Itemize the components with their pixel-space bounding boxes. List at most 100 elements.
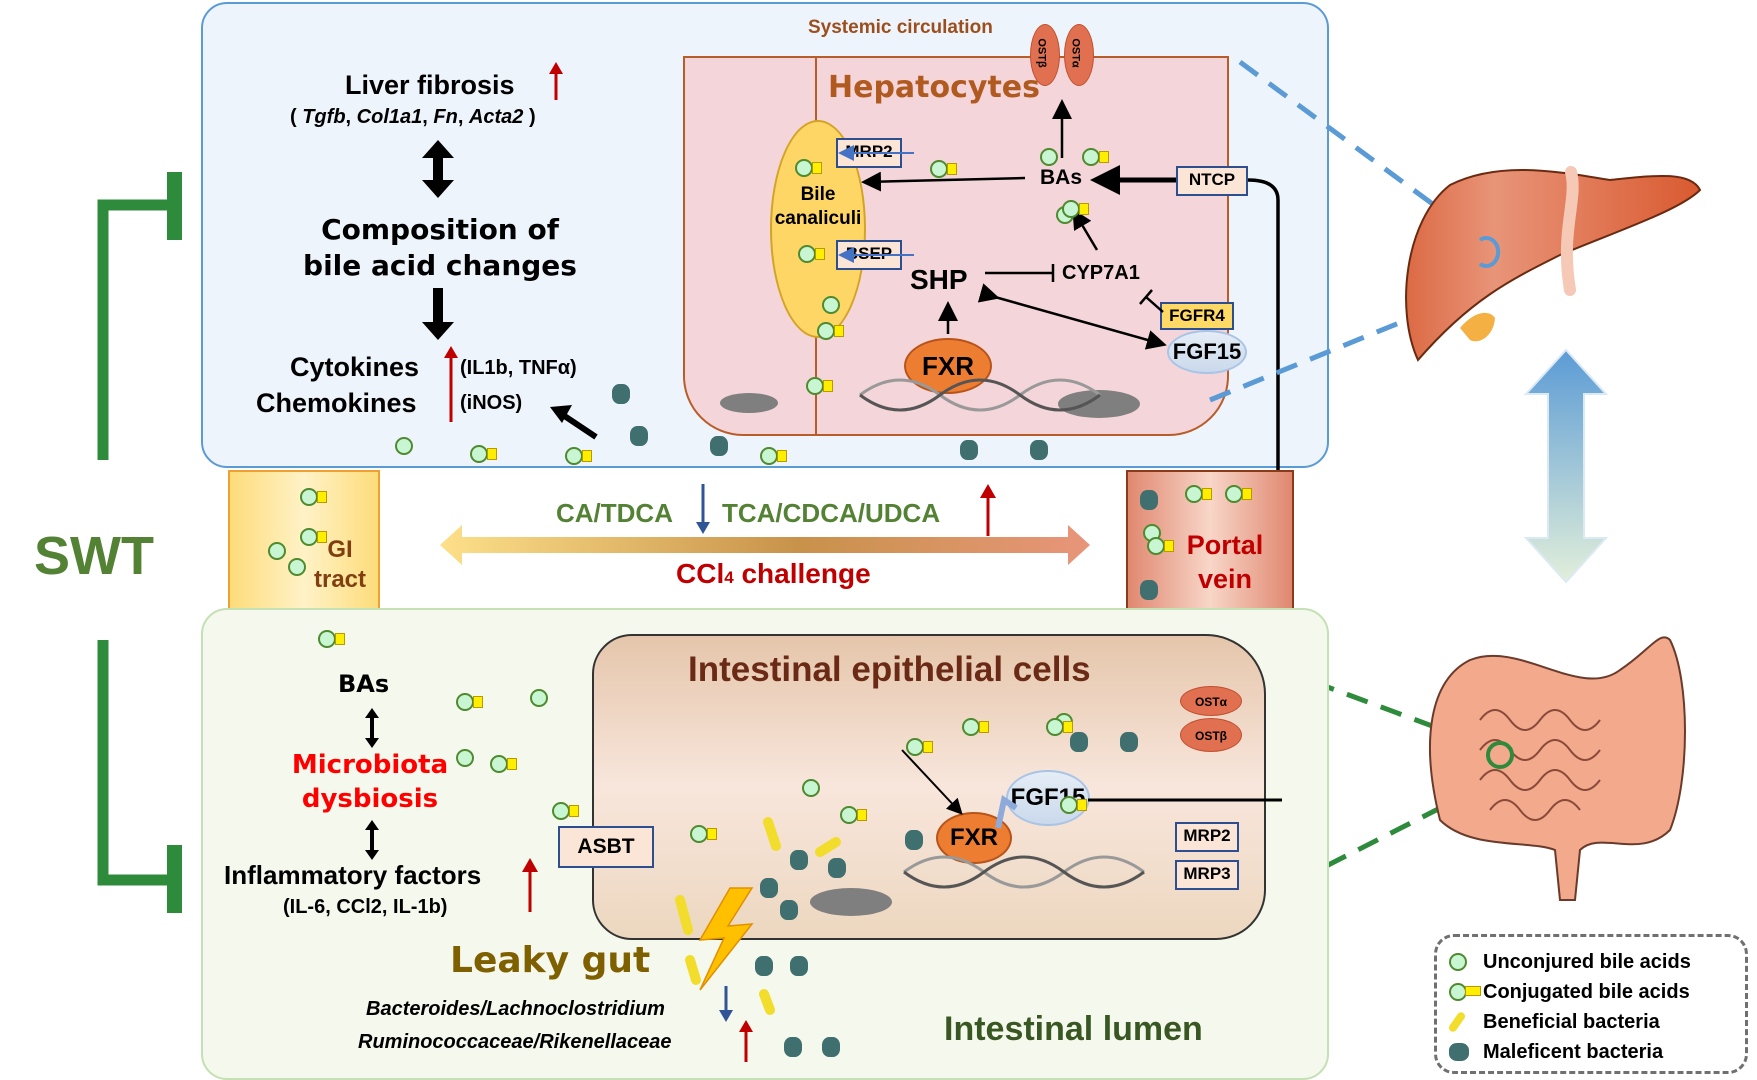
bacteria-decreased-label: Bacteroides/Lachnoclostridium	[366, 998, 665, 1020]
conjugate-tag-icon	[1079, 203, 1089, 215]
gene-acta2: Acta2	[468, 106, 524, 128]
conjugate-tag-icon	[823, 380, 833, 392]
bas-label-gut: BAs	[338, 670, 390, 698]
maleficent-bacteria-icon	[630, 426, 648, 446]
intestinal-lumen-label: Intestinal lumen	[944, 1010, 1203, 1048]
gene-col1a1: Col1a1	[356, 106, 423, 128]
portal-line1: Portal	[1186, 530, 1264, 560]
cyp7a1-label: CYP7A1	[1062, 262, 1140, 284]
bidirectional-arrow-icon	[365, 708, 379, 748]
hepatocytes-label: Hepatocytes	[828, 70, 1041, 105]
conjugate-tag-icon	[507, 758, 517, 770]
inflammatory-factors-label: Inflammatory factors	[224, 860, 482, 890]
fgfr4-receptor: FGFR4	[1160, 302, 1234, 330]
unconjugated-bile-acid-icon	[802, 779, 820, 797]
unconjugated-bile-acid-icon	[268, 542, 286, 560]
conjugate-tag-icon	[317, 491, 327, 503]
increased-bile-acids: TCA/CDCA/UDCA	[722, 498, 941, 528]
maleficent-bacteria-icon	[828, 858, 846, 878]
maleficent-bacteria-icon	[612, 384, 630, 404]
maleficent-bacteria-icon	[1030, 440, 1048, 460]
conjugate-tag-icon	[979, 721, 989, 733]
legend-label: Beneficial bacteria	[1483, 1011, 1660, 1033]
up-arrow-icon	[980, 484, 996, 536]
bidirectional-arrow-icon	[365, 820, 379, 860]
conjugated-bile-acid-icon	[1225, 485, 1243, 503]
maleficent-bacteria-icon	[1140, 490, 1158, 510]
unconjugated-bile-acid-icon	[1449, 953, 1467, 971]
bile-canaliculi-label: Bile canaliculi	[765, 183, 871, 231]
gi-tract-line2: tract	[313, 566, 367, 593]
conjugate-tag-icon	[317, 531, 327, 543]
inflammatory-factors-detail: (IL-6, CCl2, IL-1b)	[283, 896, 448, 918]
conjugated-bile-acid-icon	[300, 528, 318, 546]
conjugated-bile-acid-icon	[760, 447, 778, 465]
bidirectional-arrow-icon	[422, 140, 454, 198]
conjugated-bile-acid-icon	[456, 693, 474, 711]
ntcp-transporter: NTCP	[1176, 166, 1248, 196]
swt-inhibition-bracket-bottom	[97, 640, 182, 913]
unconjugated-bile-acid-icon	[456, 749, 474, 767]
microbiota-dysbiosis-label: Microbiota dysbiosis	[270, 748, 470, 816]
maleficent-bacteria-icon	[905, 830, 923, 850]
conjugated-bile-acid-icon	[690, 825, 708, 843]
conjugate-tag-icon	[335, 633, 345, 645]
legend-item-maleficent: Maleficent bacteria	[1449, 1041, 1663, 1064]
conjugated-bile-acid-icon	[318, 630, 336, 648]
conjugate-tag-icon	[947, 163, 957, 175]
ccl4-challenge-label: CCl4 challenge	[676, 558, 871, 590]
conjugated-bile-acid-icon	[1147, 537, 1165, 555]
unconjugated-bile-acid-icon	[1040, 148, 1058, 166]
maleficent-bacteria-icon	[755, 956, 773, 976]
conjugate-tag-icon	[1077, 799, 1087, 811]
maleficent-bacteria-icon	[1070, 732, 1088, 752]
mrp3-transporter-gut: MRP3	[1175, 860, 1239, 890]
conjugated-bile-acid-icon	[552, 802, 570, 820]
maleficent-bacteria-icon	[760, 878, 778, 898]
conjugated-bile-acid-icon	[1046, 718, 1064, 736]
unconjugated-bile-acid-icon	[395, 437, 413, 455]
gi-tract-line1: GI	[327, 536, 353, 563]
maleficent-bacteria-icon	[790, 850, 808, 870]
conjugate-tag-icon	[812, 162, 822, 174]
nucleus	[810, 888, 892, 916]
conjugate-tag-icon	[834, 325, 844, 337]
conjugate-tag-icon	[1063, 721, 1073, 733]
up-arrow-icon	[549, 62, 563, 100]
conjugate-tag-icon	[582, 450, 592, 462]
up-arrow-icon	[522, 858, 538, 912]
conjugated-bile-acid-icon	[840, 806, 858, 824]
conjugated-bile-acid-icon	[906, 738, 924, 756]
fibrosis-genes: ( Tgfb, Col1a1, Fn, Acta2 )	[290, 106, 536, 128]
gi-tract-label: GI tract	[300, 535, 380, 595]
bacteria-increased-label: Ruminococcaceae/Rikenellaceae	[358, 1031, 672, 1053]
conjugated-bile-acid-icon	[1082, 148, 1100, 166]
legend-label: Conjugated bile acids	[1483, 981, 1690, 1003]
conjugate-tag-icon	[1242, 488, 1252, 500]
microbiota-line1: Microbiota	[291, 750, 449, 780]
legend-item-unconjugated: Unconjured bile acids	[1449, 951, 1691, 974]
maleficent-bacteria-icon	[1449, 1043, 1469, 1061]
ost-beta-transporter-gut: OSTβ	[1180, 718, 1242, 752]
conjugate-tag-icon	[707, 828, 717, 840]
cytokines-label: Cytokines	[290, 352, 420, 382]
conjugated-bile-acid-icon	[490, 755, 508, 773]
conjugate-tag-icon	[1202, 488, 1212, 500]
legend-item-conjugated: Conjugated bile acids	[1449, 981, 1690, 1004]
conjugated-bile-acid-icon	[795, 159, 813, 177]
intestine-organ-icon	[1429, 636, 1686, 901]
portal-line2: vein	[1197, 564, 1253, 594]
systemic-circulation-label: Systemic circulation	[808, 17, 993, 38]
unconjugated-bile-acid-icon	[530, 689, 548, 707]
beneficial-bacteria-group	[675, 817, 841, 1015]
bile-canaliculi-line1: Bile	[800, 184, 836, 205]
conjugated-bile-acid-icon	[962, 718, 980, 736]
composition-label: Composition of bile acid changes	[290, 212, 590, 284]
conjugated-bile-acid-icon	[1185, 485, 1203, 503]
up-arrow-icon	[444, 346, 458, 422]
ost-beta-transporter: OSTβ	[1030, 24, 1060, 86]
challenge-suffix: challenge	[733, 558, 871, 589]
composition-line2: bile acid changes	[303, 249, 577, 282]
unconjugated-bile-acid-icon	[822, 296, 840, 314]
